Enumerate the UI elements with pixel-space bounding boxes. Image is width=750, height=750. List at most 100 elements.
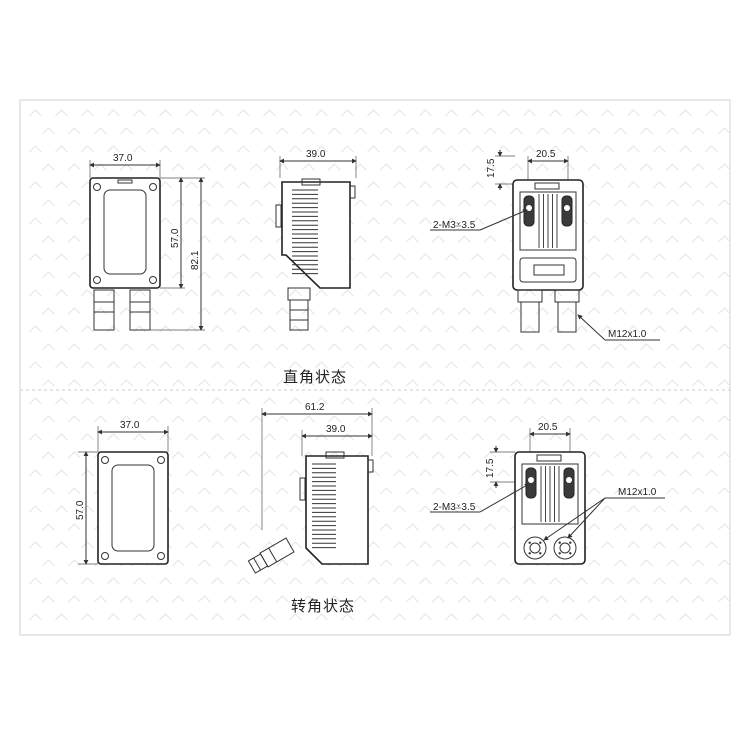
watermark-mark [393, 361, 406, 369]
watermark-mark [549, 109, 562, 117]
watermark-mark [42, 487, 55, 495]
watermark-mark [705, 325, 718, 333]
watermark-mark [289, 361, 302, 369]
watermark-mark [406, 343, 419, 351]
watermark-mark [393, 109, 406, 117]
watermark-mark [159, 217, 172, 225]
watermark-mark [55, 181, 68, 189]
watermark-mark [484, 163, 497, 171]
watermark-mark [341, 325, 354, 333]
watermark-mark [211, 145, 224, 153]
watermark-mark [419, 541, 432, 549]
watermark-mark [42, 559, 55, 567]
watermark-mark [55, 469, 68, 477]
watermark-mark [237, 541, 250, 549]
watermark-mark [614, 235, 627, 243]
watermark-mark [679, 289, 692, 297]
watermark-mark [601, 577, 614, 585]
watermark-mark [172, 523, 185, 531]
watermark-mark [484, 379, 497, 387]
watermark-mark [640, 307, 653, 315]
watermark-mark [445, 469, 458, 477]
top-front-total-height-label: 82.1 [190, 250, 201, 270]
watermark-mark [315, 325, 328, 333]
watermark-mark [211, 469, 224, 477]
watermark-mark [393, 541, 406, 549]
watermark-mark [250, 271, 263, 279]
watermark-mark [432, 415, 445, 423]
watermark-mark [718, 487, 731, 495]
watermark-mark [237, 433, 250, 441]
watermark-mark [159, 433, 172, 441]
watermark-mark [289, 145, 302, 153]
watermark-mark [211, 505, 224, 513]
watermark-mark [185, 505, 198, 513]
watermark-mark [172, 415, 185, 423]
watermark-mark [653, 361, 666, 369]
watermark-mark [289, 289, 302, 297]
watermark-mark [445, 577, 458, 585]
watermark-mark [406, 451, 419, 459]
watermark-mark [666, 559, 679, 567]
watermark-mark [276, 487, 289, 495]
watermark-mark [42, 199, 55, 207]
watermark-mark [55, 433, 68, 441]
watermark-mark [393, 217, 406, 225]
watermark-mark [159, 577, 172, 585]
watermark-mark [211, 397, 224, 405]
watermark-mark [29, 325, 42, 333]
watermark-mark [419, 469, 432, 477]
watermark-mark [614, 343, 627, 351]
watermark-mark [458, 199, 471, 207]
watermark-mark [94, 595, 107, 603]
watermark-mark [367, 361, 380, 369]
watermark-mark [380, 127, 393, 135]
watermark-mark [497, 109, 510, 117]
watermark-mark [185, 217, 198, 225]
watermark-mark [718, 163, 731, 171]
watermark-mark [497, 145, 510, 153]
watermark-mark [68, 559, 81, 567]
watermark-mark [640, 199, 653, 207]
watermark-mark [120, 595, 133, 603]
watermark-mark [653, 433, 666, 441]
watermark-mark [588, 595, 601, 603]
watermark-mark [640, 595, 653, 603]
watermark-mark [211, 253, 224, 261]
watermark-mark [627, 433, 640, 441]
watermark-mark [198, 415, 211, 423]
watermark-mark [55, 217, 68, 225]
watermark-mark [614, 199, 627, 207]
watermark-mark [432, 235, 445, 243]
watermark-mark [458, 379, 471, 387]
watermark-mark [367, 253, 380, 261]
watermark-mark [510, 307, 523, 315]
watermark-mark [29, 433, 42, 441]
watermark-mark [224, 235, 237, 243]
watermark-mark [523, 325, 536, 333]
watermark-mark [471, 289, 484, 297]
watermark-mark [107, 613, 120, 621]
watermark-mark [419, 577, 432, 585]
watermark-mark [601, 433, 614, 441]
watermark-mark [406, 271, 419, 279]
watermark-mark [263, 289, 276, 297]
watermark-mark [354, 415, 367, 423]
watermark-mark [289, 613, 302, 621]
watermark-mark [718, 127, 731, 135]
watermark-mark [42, 451, 55, 459]
watermark-mark [185, 253, 198, 261]
watermark-mark [315, 613, 328, 621]
watermark-mark [471, 433, 484, 441]
watermark-mark [55, 397, 68, 405]
watermark-mark [380, 307, 393, 315]
watermark-mark [133, 613, 146, 621]
watermark-mark [29, 289, 42, 297]
watermark-mark [627, 181, 640, 189]
watermark-mark [367, 397, 380, 405]
watermark-mark [432, 343, 445, 351]
watermark-mark [380, 343, 393, 351]
watermark-mark [172, 379, 185, 387]
watermark-mark [185, 361, 198, 369]
